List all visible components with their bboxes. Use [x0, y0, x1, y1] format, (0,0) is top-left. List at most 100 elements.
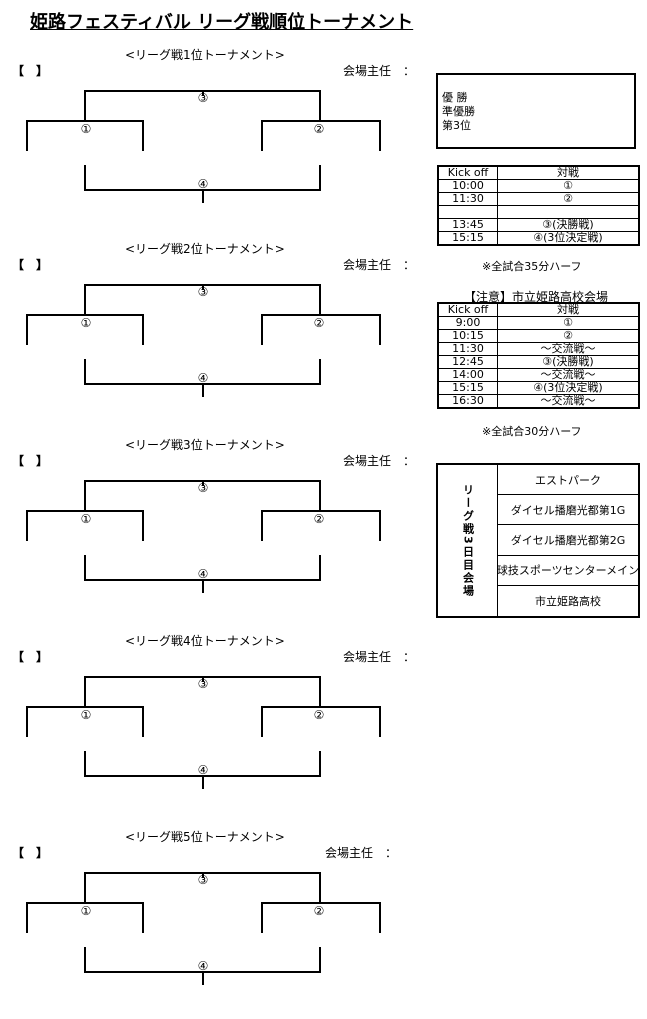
bracket-line — [319, 165, 321, 191]
match-cell: ③(決勝戦) — [497, 218, 640, 232]
bracket-line — [26, 902, 28, 933]
kickoff-time: 16:30 — [437, 394, 498, 409]
venue-label-cell: リーグ戦3日目会場 — [438, 465, 498, 616]
kickoff-time: 13:45 — [437, 218, 498, 232]
bracket-line — [26, 902, 144, 904]
bracket-line — [261, 120, 381, 122]
bracket-title: <リーグ戦5位トーナメント> — [125, 830, 285, 844]
bracket-line — [261, 120, 263, 151]
kickoff-time: 12:45 — [437, 355, 498, 369]
bracket-line — [26, 510, 28, 541]
bracket-line — [319, 480, 321, 511]
bracket-line — [26, 120, 144, 122]
schedule-note-2: ※全試合30分ハーフ — [482, 425, 582, 438]
bracket-line — [319, 872, 321, 903]
page-title: 姫路フェスティバル リーグ戦順位トーナメント — [30, 12, 414, 33]
bracket-title: <リーグ戦1位トーナメント> — [125, 48, 285, 62]
match-cell: ② — [497, 329, 640, 343]
bracket-line — [261, 902, 381, 904]
kickoff-time: 15:15 — [437, 381, 498, 395]
match-number-4: ④ — [197, 959, 209, 973]
venue-chief-label: 会場主任 ： — [343, 258, 416, 272]
venue-item: 球技スポーツセンターメイン — [497, 556, 639, 586]
bracket-title: <リーグ戦4位トーナメント> — [125, 634, 285, 648]
kickoff-time — [437, 205, 498, 219]
bracket-placeholder: 【 】 — [12, 64, 49, 78]
bracket-line — [202, 676, 204, 682]
venue-item: ダイセル播磨光都第2G — [498, 525, 638, 556]
bracket-line — [202, 383, 204, 397]
results-box: 優 勝 準優勝 第3位 — [436, 73, 636, 149]
schedule-header-row: Kick off 対戦 — [437, 302, 640, 317]
bracket-line — [379, 706, 381, 737]
match-number-2: ② — [313, 316, 325, 330]
bracket-line — [261, 314, 263, 345]
bracket-line — [319, 947, 321, 973]
bracket-line — [84, 947, 86, 973]
bracket-placeholder: 【 】 — [12, 454, 49, 468]
bracket-line — [142, 120, 144, 151]
match-number-4: ④ — [197, 763, 209, 777]
kickoff-time: 14:00 — [437, 368, 498, 382]
match-cell: ～交流戦～ — [497, 342, 640, 356]
bracket-line — [26, 314, 28, 345]
match-header: 対戦 — [497, 165, 640, 180]
match-number-1: ① — [80, 512, 92, 526]
match-number-3: ③ — [197, 873, 209, 887]
venue-label: リーグ戦3日目会場 — [461, 483, 475, 598]
match-number-1: ① — [80, 708, 92, 722]
match-cell: ② — [497, 192, 640, 206]
bracket-placeholder: 【 】 — [12, 846, 49, 860]
bracket-line — [319, 751, 321, 777]
match-cell: ～交流戦～ — [497, 368, 640, 382]
bracket-line — [26, 706, 28, 737]
kickoff-time: 10:15 — [437, 329, 498, 343]
kickoff-time: 10:00 — [437, 179, 498, 193]
venue-item: ダイセル播磨光都第1G — [498, 495, 638, 526]
bracket-line — [261, 314, 381, 316]
bracket-line — [84, 359, 86, 385]
bracket-line — [84, 872, 86, 903]
match-number-2: ② — [313, 904, 325, 918]
kickoff-header: Kick off — [437, 302, 498, 317]
bracket-line — [26, 120, 28, 151]
match-number-4: ④ — [197, 567, 209, 581]
match-header: 対戦 — [497, 302, 640, 317]
bracket-line — [379, 510, 381, 541]
match-number-2: ② — [313, 512, 325, 526]
runner-up-label: 準優勝 — [442, 105, 475, 118]
match-number-1: ① — [80, 122, 92, 136]
venue-item: 市立姫路高校 — [535, 594, 601, 608]
match-number-4: ④ — [197, 371, 209, 385]
bracket-line — [84, 165, 86, 191]
bracket-title: <リーグ戦3位トーナメント> — [125, 438, 285, 452]
bracket-line — [261, 706, 381, 708]
match-cell: ① — [497, 316, 640, 330]
venue-chief-label: 会場主任 ： — [325, 846, 398, 860]
bracket-line — [202, 189, 204, 203]
kickoff-time: 11:30 — [437, 192, 498, 206]
bracket-line — [379, 120, 381, 151]
bracket-line — [261, 706, 263, 737]
bracket-line — [26, 314, 144, 316]
bracket-line — [319, 555, 321, 581]
bracket-line — [202, 971, 204, 985]
bracket-line — [142, 706, 144, 737]
bracket-line — [84, 751, 86, 777]
bracket-line — [261, 902, 263, 933]
kickoff-time: 15:15 — [437, 231, 498, 246]
match-number-2: ② — [313, 122, 325, 136]
bracket-line — [261, 510, 263, 541]
bracket-line — [26, 510, 144, 512]
match-cell: ④(3位決定戦) — [497, 381, 640, 395]
match-number-3: ③ — [197, 677, 209, 691]
bracket-line — [319, 284, 321, 315]
bracket-line — [84, 90, 86, 121]
schedule-row: 11:30～交流戦～ — [437, 342, 640, 356]
match-cell: ③(決勝戦) — [497, 355, 640, 369]
bracket-line — [142, 314, 144, 345]
